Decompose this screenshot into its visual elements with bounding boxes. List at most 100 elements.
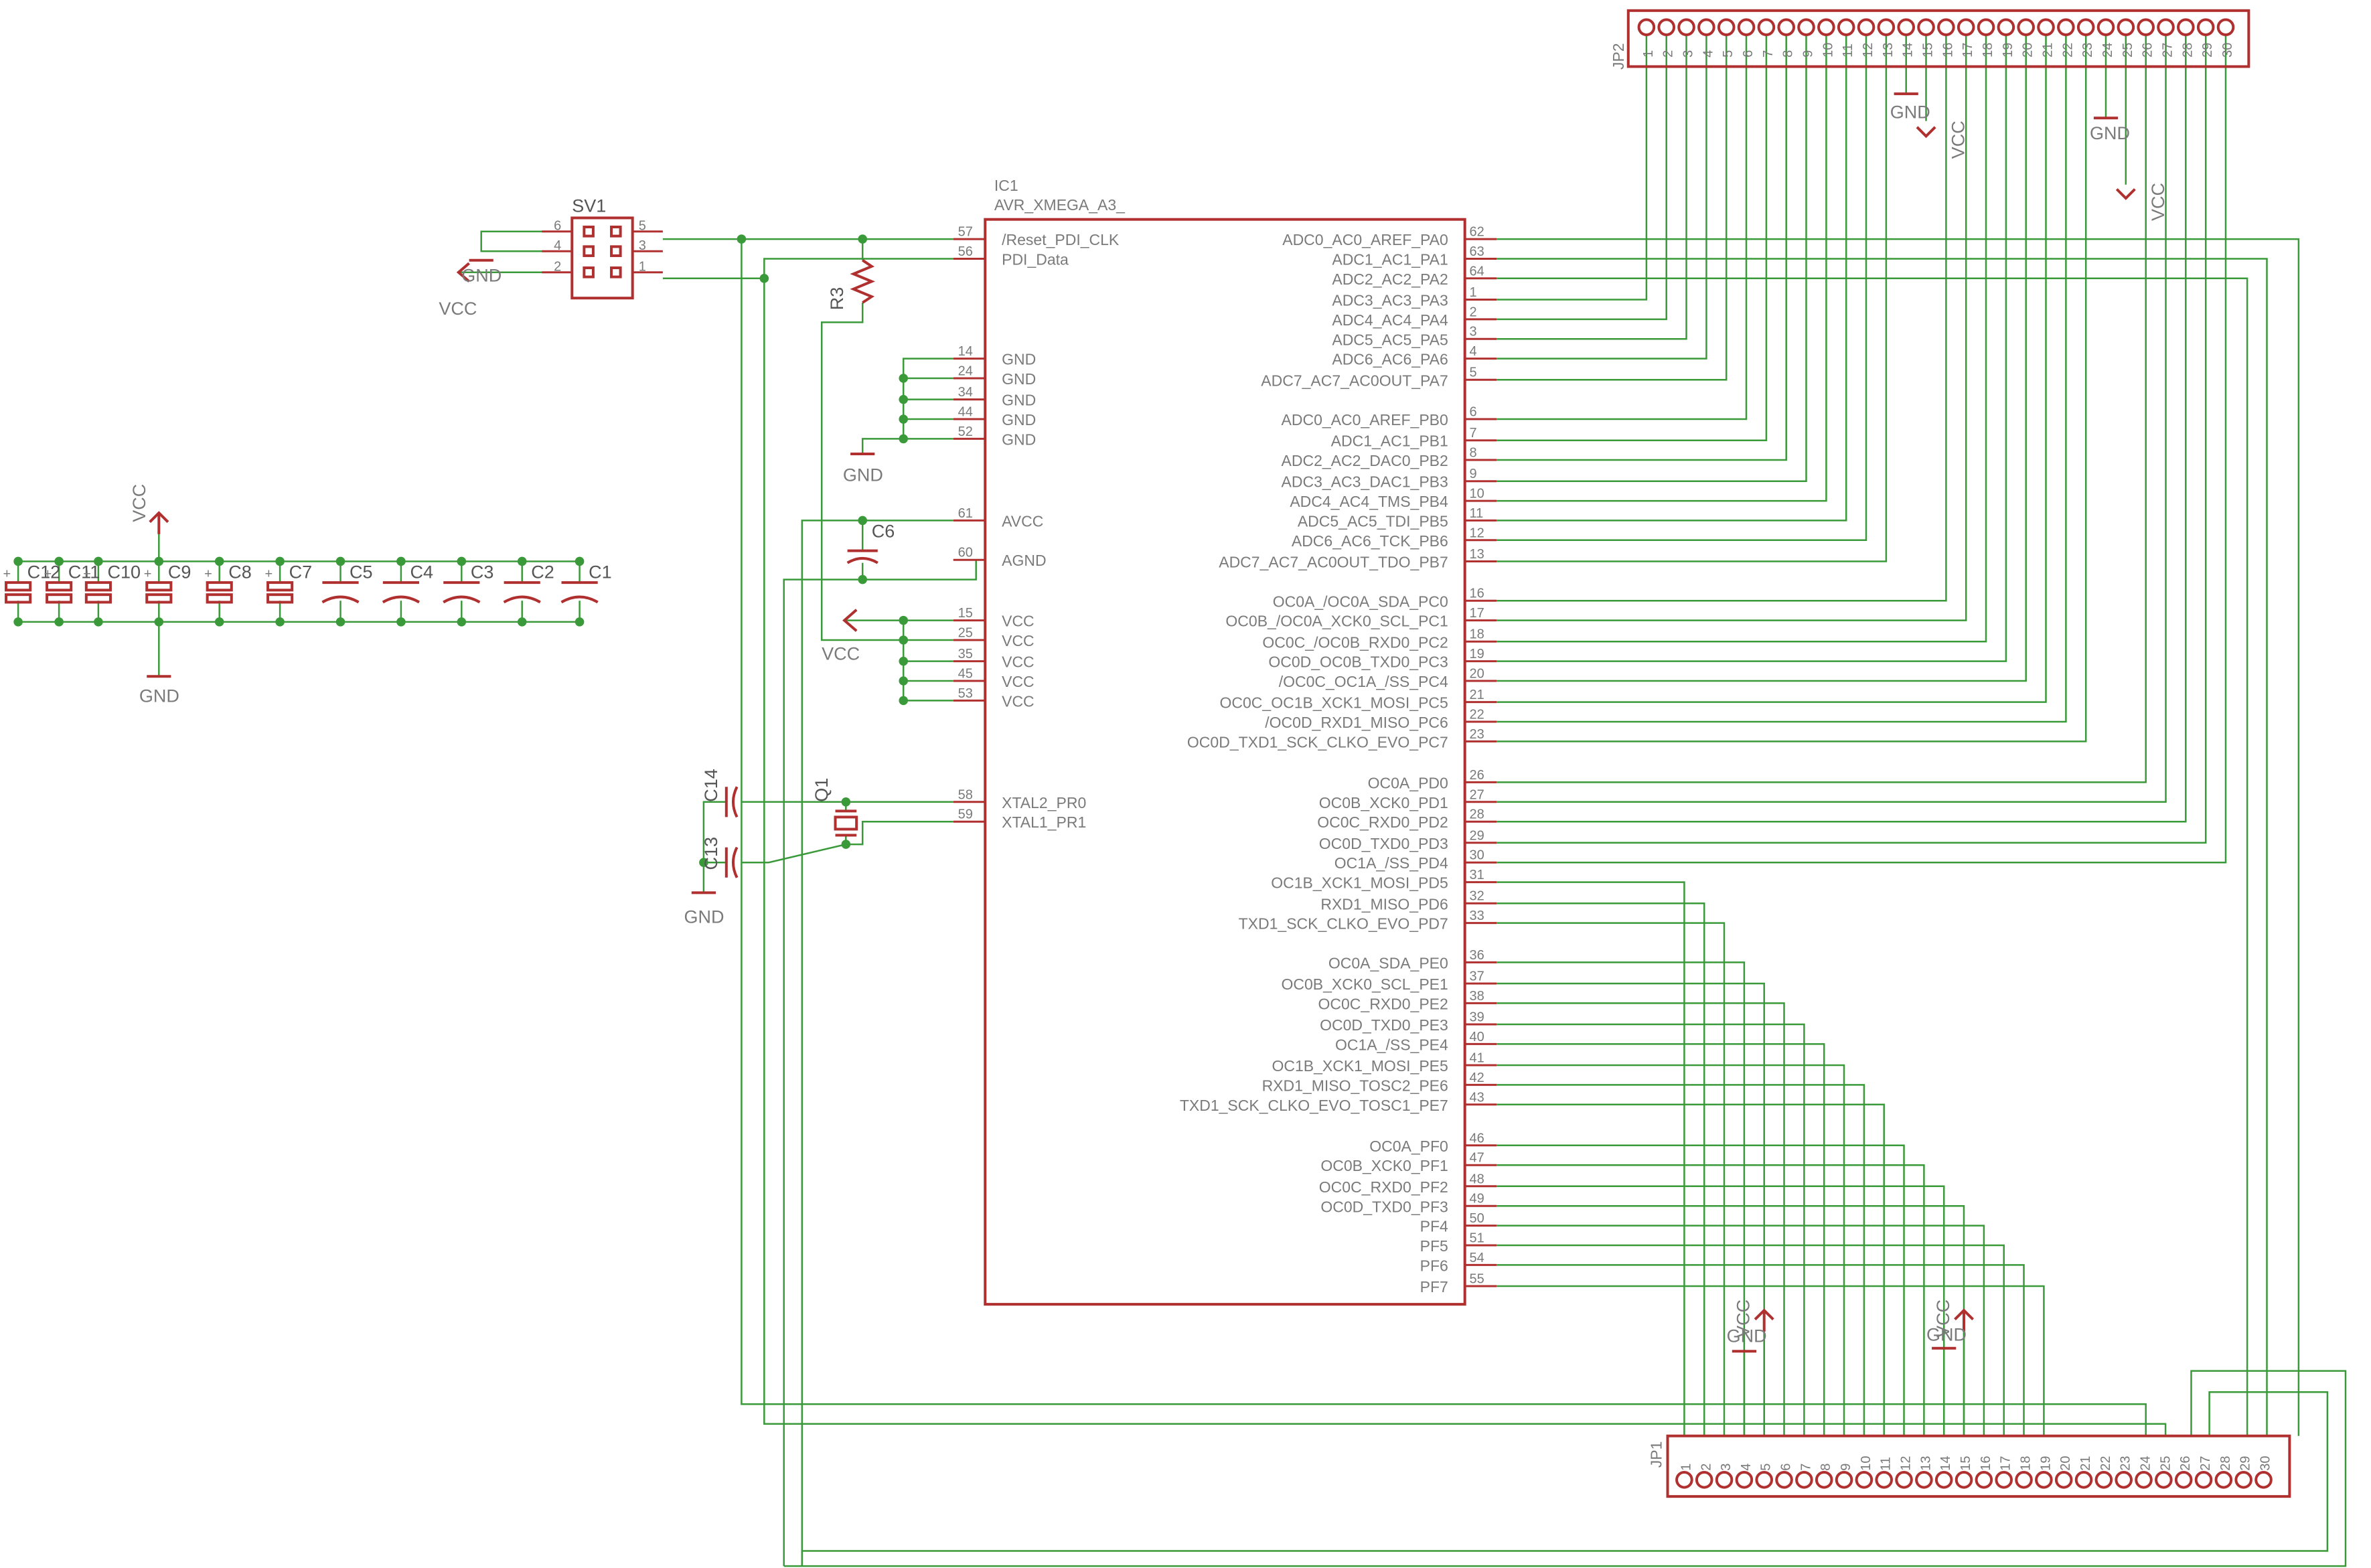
ic1-pin-name: VCC bbox=[1002, 673, 1035, 690]
jp2-pad bbox=[2037, 18, 2055, 36]
wires bbox=[17, 35, 2347, 1567]
jp1-pin-number: 18 bbox=[2019, 1456, 2034, 1470]
port-wire bbox=[1497, 35, 1807, 482]
jp1-pin-number: 13 bbox=[1918, 1456, 1933, 1470]
port-wire bbox=[1497, 35, 1687, 340]
jp2-pad bbox=[1757, 18, 1776, 36]
cap-electrolytic-plate bbox=[5, 593, 32, 604]
jp1-pin-number: 19 bbox=[2038, 1456, 2053, 1470]
junction-dot bbox=[575, 556, 585, 566]
junction-dot bbox=[899, 635, 908, 645]
ic1-pin-name: ADC6_AC6_TCK_PB6 bbox=[1292, 532, 1448, 550]
capacitor-ref: C10 bbox=[107, 562, 141, 582]
ic1-pin-name: ADC7_AC7_AC0OUT_TDO_PB7 bbox=[1219, 554, 1448, 571]
port-wire bbox=[1497, 35, 1888, 562]
junction-dot bbox=[457, 617, 467, 627]
junction-dot bbox=[759, 274, 769, 283]
port-wire bbox=[1497, 1285, 2045, 1436]
ic1-pin-name: /OC0C_OC1A_/SS_PC4 bbox=[1279, 673, 1448, 690]
jp1-pad bbox=[2194, 1470, 2213, 1489]
ic1-pin-name: ADC5_AC5_PA5 bbox=[1332, 331, 1448, 348]
jp2-pad bbox=[1657, 18, 1676, 36]
ic1-pin-name: TXD1_SCK_CLKO_EVO_PD7 bbox=[1239, 915, 1448, 933]
ic1-pin-number: 29 bbox=[1469, 828, 1484, 843]
sv1-pad bbox=[610, 226, 622, 238]
port-wire bbox=[1497, 35, 1867, 542]
jp2-pin-number: 18 bbox=[1981, 43, 1995, 58]
ic1-pin-name: ADC5_AC5_TDI_PB5 bbox=[1298, 512, 1448, 530]
ic1-pin-number: 15 bbox=[958, 606, 973, 621]
vcc-label: VCC bbox=[1933, 1300, 1953, 1338]
jp2-pin-number: 12 bbox=[1861, 43, 1876, 58]
jp1-pad bbox=[1735, 1470, 1754, 1489]
ic1-pin-name: AGND bbox=[1002, 552, 1046, 569]
ic1-pin-number: 23 bbox=[1469, 727, 1484, 742]
cap-electrolytic-plate bbox=[5, 581, 32, 592]
ic1-pin-name: GND bbox=[1002, 392, 1036, 409]
capacitor-ref: C2 bbox=[531, 562, 554, 582]
ic1-pin-number: 47 bbox=[1469, 1151, 1484, 1166]
ic1-pin-name: /Reset_PDI_CLK bbox=[1002, 231, 1120, 248]
jp1-pad bbox=[2115, 1470, 2133, 1489]
vcc-label: VCC bbox=[129, 484, 149, 522]
ic1-pin-number: 41 bbox=[1469, 1051, 1484, 1066]
ic1-pin-number: 52 bbox=[958, 424, 973, 439]
junction-dot bbox=[154, 617, 164, 627]
jp1-pin-number: 22 bbox=[2098, 1456, 2113, 1470]
port-wire bbox=[1497, 1064, 1845, 1436]
jp1-pin-number: 25 bbox=[2158, 1456, 2173, 1470]
ic1-pin-number: 51 bbox=[1469, 1231, 1484, 1245]
c6-ref: C6 bbox=[872, 521, 895, 541]
junctions bbox=[13, 234, 908, 867]
junction-dot bbox=[396, 617, 406, 627]
jp1-pin-number: 28 bbox=[2218, 1456, 2233, 1470]
ic1-pin-number: 64 bbox=[1469, 264, 1484, 279]
port-wire bbox=[1497, 35, 2187, 823]
r3-vcc-wire bbox=[820, 303, 953, 641]
ic1-pin-number: 49 bbox=[1469, 1192, 1484, 1206]
jp2-pad bbox=[1957, 18, 1975, 36]
capacitor-ref: C3 bbox=[471, 562, 494, 582]
ic1-pin-name: VCC bbox=[1002, 692, 1035, 710]
port-wire bbox=[1497, 1225, 1985, 1436]
junction-dot bbox=[899, 414, 908, 424]
port-wire bbox=[1497, 1103, 1885, 1436]
jp2-pin-number: 15 bbox=[1921, 43, 1936, 58]
jp1-pad bbox=[1835, 1470, 1853, 1489]
ic1-pin-number: 62 bbox=[1469, 225, 1484, 240]
jp2-pad bbox=[2076, 18, 2095, 36]
jp2-pin-number: 11 bbox=[1841, 44, 1855, 58]
ic1-pin-name: GND bbox=[1002, 430, 1036, 448]
jp1-pad bbox=[1715, 1470, 1734, 1489]
jp1-pad bbox=[1755, 1470, 1774, 1489]
ic1-pin-name: ADC1_AC1_PA1 bbox=[1332, 251, 1448, 268]
jp2-pad bbox=[1857, 18, 1876, 36]
junction-dot bbox=[699, 858, 708, 867]
junction-dot bbox=[54, 556, 64, 566]
ic1-pin-number: 45 bbox=[958, 666, 973, 681]
c14-ref: C14 bbox=[701, 769, 721, 802]
ic1-pin-number: 1 bbox=[1469, 285, 1476, 300]
cap-electrolytic-plate bbox=[84, 581, 112, 592]
c6-plate-curved bbox=[846, 556, 878, 564]
jp2-pad bbox=[1997, 18, 2015, 36]
pdi-route bbox=[763, 278, 2167, 1436]
port-wire bbox=[1497, 35, 1648, 301]
ic1-pin-number: 11 bbox=[1469, 506, 1483, 521]
capacitor-ref: C11 bbox=[68, 562, 100, 582]
jp2-pad bbox=[2096, 18, 2115, 36]
jp1-pad bbox=[1775, 1470, 1793, 1489]
ic1-pin-number: 25 bbox=[958, 625, 973, 640]
ic1-pin-name: ADC3_AC3_PA3 bbox=[1332, 292, 1448, 309]
ic1-pin-name: OC0A_PD0 bbox=[1368, 774, 1448, 791]
cap-electrolytic-plate bbox=[145, 581, 173, 592]
jp2-pin-number: 22 bbox=[2060, 43, 2075, 58]
jp1-pin-number: 3 bbox=[1719, 1464, 1734, 1471]
jp2-pin-number: 10 bbox=[1821, 43, 1835, 58]
jp1-pin-number: 11 bbox=[1879, 1457, 1894, 1471]
jp1-pin-number: 6 bbox=[1779, 1464, 1794, 1471]
port-wire bbox=[1497, 35, 2087, 742]
jp1-pad bbox=[2015, 1470, 2033, 1489]
port-wire bbox=[1497, 238, 2300, 1436]
junction-dot bbox=[517, 556, 527, 566]
